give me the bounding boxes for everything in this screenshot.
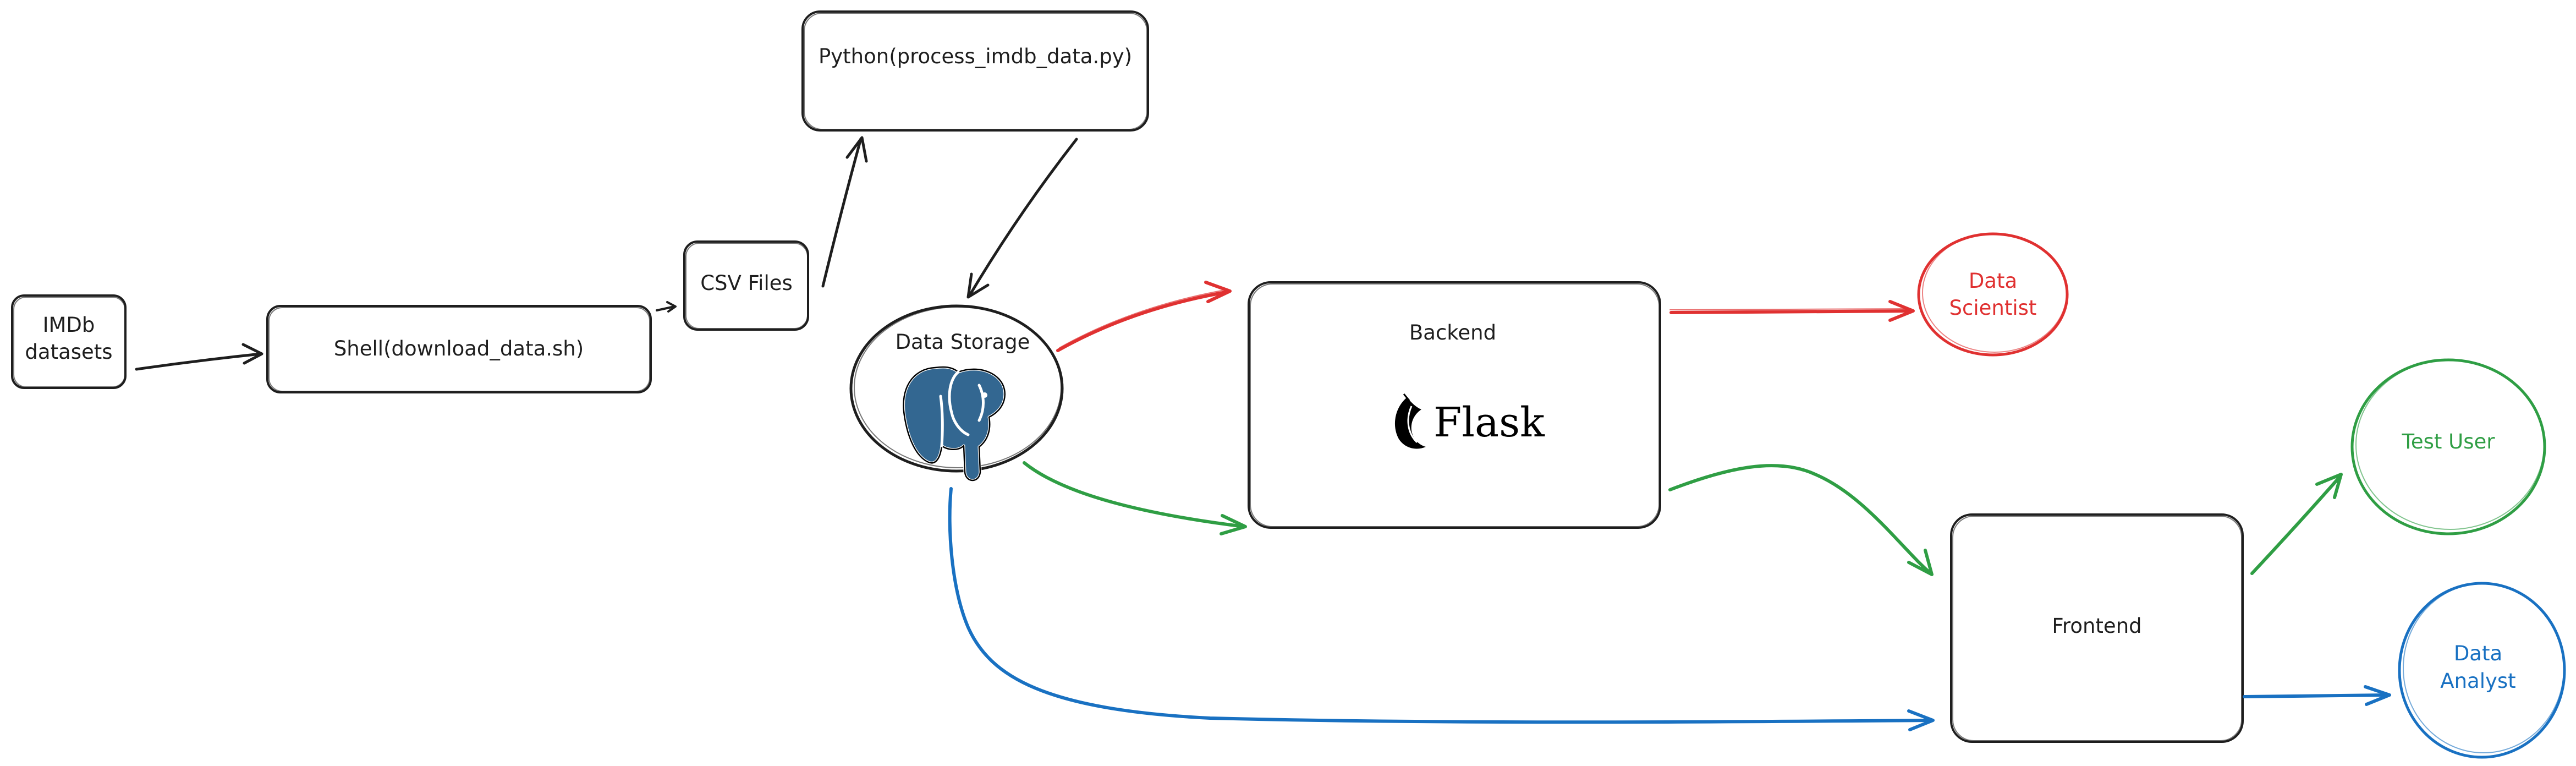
python-script-node: Python(process_imdb_data.py) [801,10,1149,132]
flask-logo-icon: Flask [1394,393,1545,449]
imdb-datasets-label-line2: datasets [25,340,112,364]
arrow-backend-to-frontend [1668,464,1934,576]
data-scientist-label-line2: Scientist [1949,296,2037,320]
arrow-backend-to-data-scientist [1669,300,1915,322]
frontend-label: Frontend [2052,614,2141,638]
imdb-datasets-node: IMDb datasets [11,294,127,389]
postgresql-elephant-icon [902,365,1007,482]
backend-label: Backend [1409,321,1496,344]
arrow-python-to-storage [966,138,1078,299]
data-scientist-actor: Data Scientist [1917,232,2069,357]
arrow-storage-to-frontend [948,487,1935,731]
shell-script-node: Shell(download_data.sh) [266,305,652,393]
arrow-storage-to-backend-red [1056,281,1232,352]
data-scientist-label-line1: Data [1969,269,2017,293]
data-storage-label: Data Storage [896,330,1030,354]
arrow-frontend-to-data-analyst [2243,685,2391,706]
backend-node: Backend Flask [1248,281,1661,529]
flask-logo-text: Flask [1433,399,1545,446]
arrow-frontend-to-test-user [2250,473,2343,575]
imdb-datasets-label-line1: IMDb [43,313,95,337]
csv-files-node: CSV Files [683,240,809,331]
data-analyst-label-line1: Data [2454,642,2502,665]
arrow-storage-to-backend-green [1023,461,1247,535]
frontend-node: Frontend [1950,513,2244,743]
python-script-label: Python(process_imdb_data.py) [819,45,1132,68]
shell-script-label: Shell(download_data.sh) [334,337,584,360]
arrow-csv-to-python [821,136,868,288]
arrow-shell-to-csv [656,301,677,313]
test-user-label: Test User [2402,430,2496,453]
data-analyst-actor: Data Analyst [2398,582,2566,759]
data-analyst-label-line2: Analyst [2440,669,2515,693]
test-user-actor: Test User [2350,358,2546,535]
data-storage-node: Data Storage [849,304,1064,482]
arrow-imdb-to-shell [135,343,263,371]
csv-files-label: CSV Files [700,271,793,295]
